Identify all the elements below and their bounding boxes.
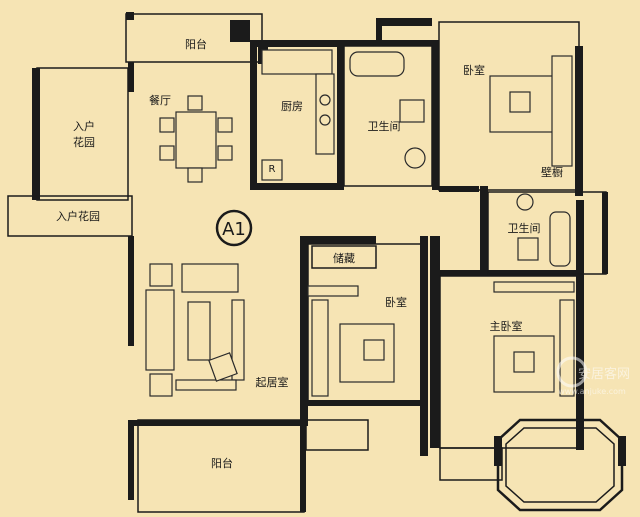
- label-entry-garden-passage: 入户花园: [56, 209, 100, 223]
- label-entry-garden-2: 花园: [73, 136, 95, 149]
- label-living: 起居室: [256, 375, 289, 389]
- unit-code-circle: [215, 209, 253, 247]
- watermark-url: www.anjuke.com: [558, 387, 626, 396]
- room-labels: 阳台 餐厅 厨房 R 卫生间 卧室 壁橱 入户 花园 入户花园 A1 储藏 卫生…: [56, 37, 563, 470]
- label-wardrobe: 壁橱: [541, 165, 563, 179]
- label-bedroom-mid: 卧室: [385, 295, 407, 309]
- watermark: 安居客网 www.anjuke.com: [556, 356, 630, 396]
- label-unit-code: A1: [222, 219, 246, 240]
- watermark-brand: 安居客网: [578, 366, 630, 382]
- label-kitchen: 厨房: [281, 100, 303, 113]
- label-kitchen-r: R: [269, 164, 276, 175]
- label-storage: 储藏: [333, 251, 355, 265]
- label-dining: 餐厅: [149, 93, 171, 107]
- label-bathroom-top: 卫生间: [368, 119, 401, 133]
- label-balcony-bottom: 阳台: [211, 456, 233, 470]
- label-entry-garden-1: 入户: [73, 119, 95, 133]
- label-bedroom-top: 卧室: [463, 63, 485, 77]
- furniture: [145, 49, 575, 397]
- walls: [7, 12, 626, 513]
- label-balcony-top: 阳台: [185, 37, 207, 51]
- label-bathroom-mid: 卫生间: [508, 221, 541, 235]
- label-master-bedroom: 主卧室: [490, 319, 523, 333]
- watermark-logo-icon: [556, 356, 588, 388]
